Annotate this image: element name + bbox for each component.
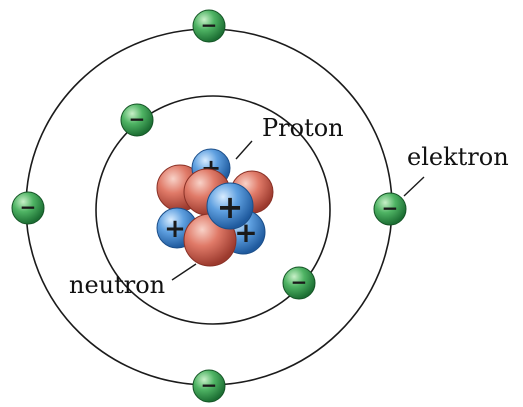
- proton-label: Proton: [262, 114, 344, 142]
- electron: −: [282, 266, 316, 300]
- neutron-leader-line: [171, 263, 197, 281]
- electron-minus-sign: −: [201, 13, 218, 37]
- nucleus: + + + +: [156, 148, 274, 267]
- proton-leader-line: [235, 140, 253, 160]
- electron: −: [192, 9, 226, 43]
- electron-minus-sign: −: [291, 270, 308, 294]
- electron-minus-sign: −: [382, 196, 399, 220]
- electron-minus-sign: −: [129, 107, 146, 131]
- leader-lines: [171, 140, 425, 281]
- proton-plus-sign: +: [217, 188, 244, 226]
- electron: −: [373, 192, 407, 226]
- proton: +: [206, 182, 254, 230]
- electron-label: elektron: [407, 143, 509, 171]
- electron: −: [11, 191, 45, 225]
- electron: −: [120, 103, 154, 137]
- electron: −: [192, 369, 226, 403]
- neutron-label: neutron: [69, 271, 165, 299]
- electron-leader-line: [403, 176, 425, 197]
- inner-orbit: [95, 95, 331, 325]
- electrons: − − − − − −: [11, 9, 407, 403]
- proton-plus-sign: +: [164, 214, 186, 244]
- electron-minus-sign: −: [20, 195, 37, 219]
- electron-minus-sign: −: [201, 373, 218, 397]
